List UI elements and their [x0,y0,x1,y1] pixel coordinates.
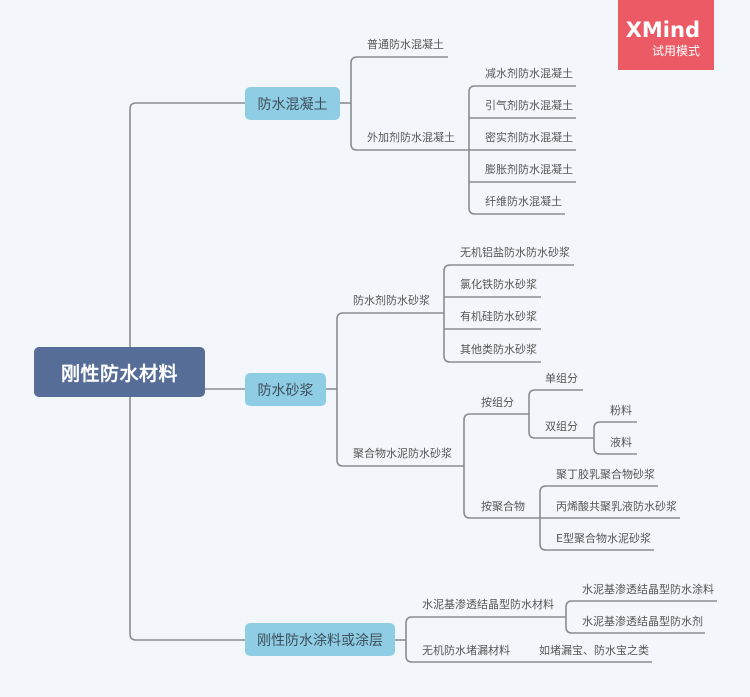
topic-waterproof-concrete[interactable]: 防水混凝土 [245,87,340,120]
subtopic-crystalline-material[interactable]: 水泥基渗透结晶型防水材料 [422,598,554,611]
leaf-fiber-concrete[interactable]: 纤维防水混凝土 [485,195,562,208]
leaf-densifier-concrete[interactable]: 密实剂防水混凝土 [485,131,573,144]
subtopic-two-component[interactable]: 双组分 [545,420,578,433]
root-topic[interactable]: 刚性防水材料 [34,347,205,397]
leaf-alum-mortar[interactable]: 无机铝盐防水防水砂浆 [460,246,570,259]
subtopic-inorganic-plugging[interactable]: 无机防水堵漏材料 [422,644,510,657]
topic-waterproof-mortar[interactable]: 防水砂浆 [245,373,326,406]
trial-mode-label: 试用模式 [651,44,700,58]
leaf-crystalline-coating[interactable]: 水泥基渗透结晶型防水涂料 [582,583,714,596]
leaf-silicone-mortar[interactable]: 有机硅防水砂浆 [460,310,537,323]
leaf-water-reducer-concrete[interactable]: 减水剂防水混凝土 [485,67,573,80]
leaf-neoprene-latex-mortar[interactable]: 聚丁胶乳聚合物砂浆 [556,468,655,481]
leaf-expansive-concrete[interactable]: 膨胀剂防水混凝土 [485,163,573,176]
leaf-liquid[interactable]: 液料 [610,436,632,449]
leaf-acrylic-emulsion-mortar[interactable]: 丙烯酸共聚乳液防水砂浆 [556,500,677,513]
leaf-ferric-chloride-mortar[interactable]: 氯化铁防水砂浆 [460,278,537,291]
subtopic-admixture-mortar[interactable]: 防水剂防水砂浆 [353,294,430,307]
subtopic-polymer-cement-mortar[interactable]: 聚合物水泥防水砂浆 [353,447,452,460]
subtopic-ordinary-concrete[interactable]: 普通防水混凝土 [367,38,444,51]
xmind-trial-badge: XMind 试用模式 [618,0,714,70]
leaf-powder[interactable]: 粉料 [610,404,632,417]
leaf-air-entraining-concrete[interactable]: 引气剂防水混凝土 [485,99,573,112]
subtopic-admixture-concrete[interactable]: 外加剂防水混凝土 [367,131,455,144]
xmind-brand: XMind [625,18,700,42]
leaf-e-type-polymer-mortar[interactable]: E型聚合物水泥砂浆 [556,532,651,545]
subtopic-by-polymer[interactable]: 按聚合物 [481,500,525,513]
subtopic-by-component[interactable]: 按组分 [481,396,514,409]
leaf-other-mortar[interactable]: 其他类防水砂浆 [460,343,537,356]
leaf-single-component[interactable]: 单组分 [545,372,578,385]
leaf-plugging-examples[interactable]: 如堵漏宝、防水宝之类 [539,644,649,657]
topic-rigid-coating[interactable]: 刚性防水涂料或涂层 [245,623,395,656]
leaf-crystalline-admixture[interactable]: 水泥基渗透结晶型防水剂 [582,615,703,628]
